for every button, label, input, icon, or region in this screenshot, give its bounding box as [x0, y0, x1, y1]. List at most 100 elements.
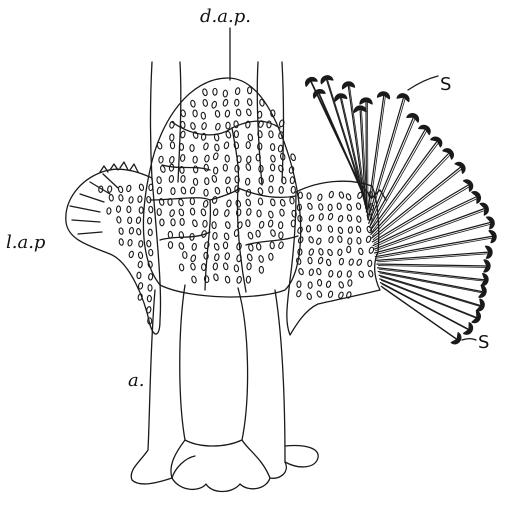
pore — [246, 108, 252, 116]
pore — [146, 306, 151, 313]
pore — [203, 200, 209, 208]
sporangium-cap — [464, 323, 475, 336]
pore — [316, 238, 322, 245]
pore — [279, 209, 284, 216]
pore — [226, 200, 231, 207]
pore — [346, 291, 352, 298]
pore — [297, 281, 301, 288]
pore — [234, 131, 238, 138]
sporangium-cap — [487, 216, 496, 229]
pore — [247, 263, 252, 270]
pore — [318, 203, 323, 210]
pore — [298, 268, 304, 275]
pore — [358, 271, 364, 278]
pore — [247, 98, 253, 106]
pore — [298, 192, 302, 199]
sporangium-stalk-edge — [373, 168, 463, 240]
pore — [212, 222, 217, 229]
pore — [270, 144, 275, 151]
pore — [291, 186, 296, 193]
pore — [180, 131, 185, 139]
pore — [339, 191, 345, 198]
pore — [190, 187, 196, 195]
pore — [169, 175, 174, 182]
pore — [317, 279, 321, 286]
pore — [193, 110, 198, 117]
pore — [138, 196, 143, 203]
pore — [214, 243, 220, 251]
pore — [236, 255, 241, 262]
pore — [356, 216, 361, 223]
pore — [236, 109, 241, 116]
sporangium-cap — [480, 202, 490, 215]
pore — [328, 270, 333, 277]
pore — [127, 206, 131, 213]
pore — [213, 232, 218, 239]
pore — [280, 199, 286, 207]
pore — [168, 231, 173, 238]
pore — [146, 196, 151, 203]
pore — [180, 219, 184, 226]
pore — [204, 252, 209, 259]
pore — [308, 214, 314, 221]
pore — [128, 239, 133, 246]
label-spore-bottom: S — [478, 332, 489, 353]
sporangium-stalk-edge — [372, 154, 451, 236]
pore — [347, 214, 352, 221]
pore — [156, 142, 162, 150]
pore — [179, 143, 184, 150]
pore — [328, 204, 332, 211]
pore — [234, 121, 239, 128]
pore — [247, 134, 253, 142]
pore — [258, 198, 263, 205]
pore — [190, 122, 196, 130]
pore — [136, 217, 141, 224]
pore — [337, 271, 342, 278]
pore — [180, 110, 186, 118]
pore — [148, 229, 152, 236]
pore — [118, 186, 124, 193]
pore — [225, 176, 231, 184]
pore — [291, 220, 296, 227]
pore — [126, 185, 131, 192]
pore — [214, 253, 220, 261]
pore — [213, 88, 217, 95]
pore — [348, 227, 353, 234]
pore — [356, 226, 362, 233]
pore — [308, 282, 312, 289]
pore — [213, 208, 219, 216]
pore — [308, 257, 313, 264]
pore — [213, 167, 218, 174]
pore — [148, 273, 153, 280]
pore — [212, 196, 218, 204]
pore — [270, 155, 276, 163]
sporangium-stalk-edge — [382, 284, 471, 331]
pore — [222, 99, 228, 107]
pore — [268, 220, 273, 228]
pore — [236, 276, 242, 284]
pore — [157, 187, 163, 195]
pore — [225, 276, 231, 284]
pore — [148, 285, 152, 292]
sporangium-cap — [397, 92, 410, 101]
pore — [338, 215, 344, 222]
label-leaders — [408, 76, 476, 340]
pore — [356, 259, 362, 266]
pore — [204, 275, 209, 282]
pore — [178, 242, 184, 250]
pore — [256, 230, 261, 237]
pore — [235, 87, 240, 94]
pore — [246, 208, 251, 215]
pore — [169, 209, 175, 217]
pore — [180, 187, 186, 195]
sporangium-cap — [472, 311, 482, 324]
pore — [307, 193, 311, 200]
pore — [160, 219, 164, 226]
pore — [326, 259, 331, 266]
pore — [214, 144, 219, 151]
pore — [269, 131, 274, 138]
pore — [129, 227, 134, 234]
pore — [270, 164, 275, 171]
pore — [148, 206, 153, 213]
pore — [347, 246, 351, 253]
